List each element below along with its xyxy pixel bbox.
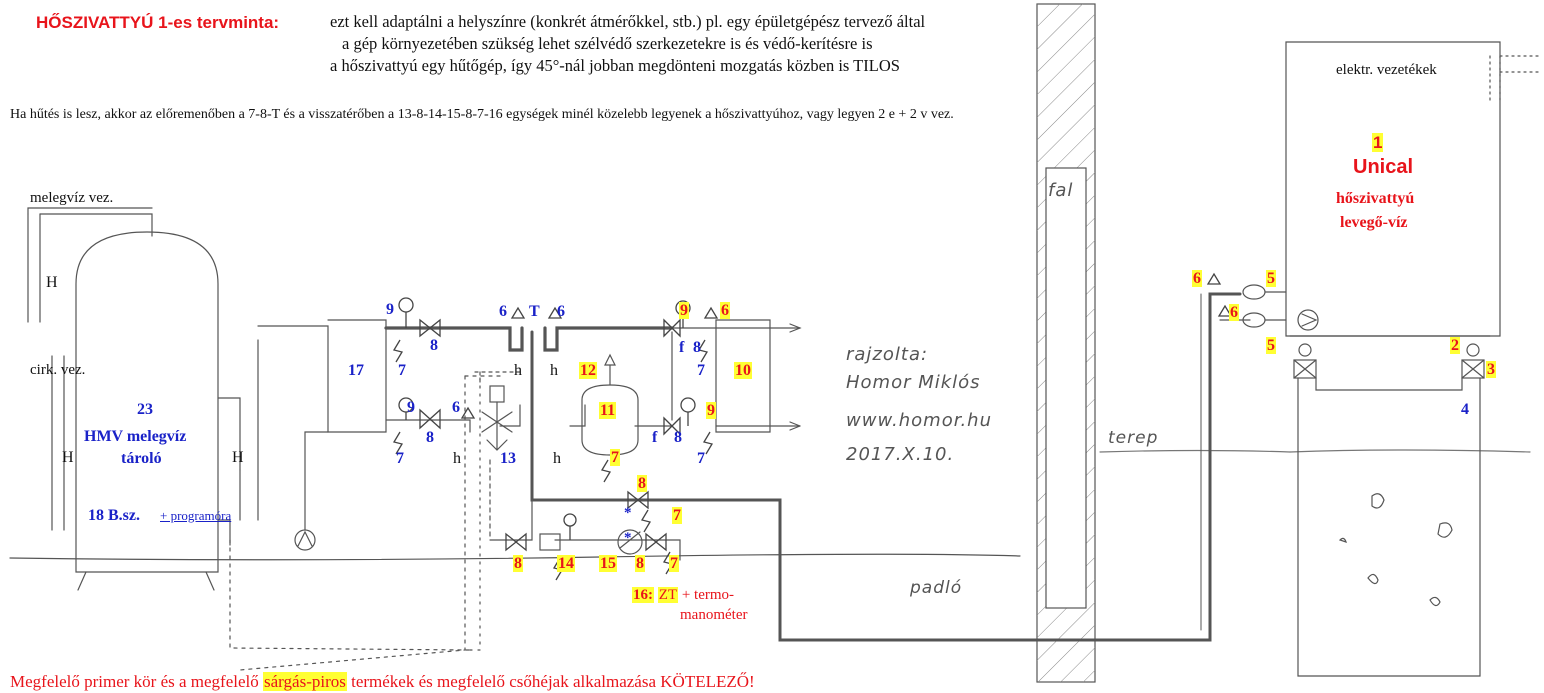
insulation-h-5: h [514, 362, 522, 379]
label-8f: 8 [513, 555, 523, 572]
label-f2: f [652, 429, 658, 446]
insulation-h-4: h [453, 450, 461, 467]
label-7c: 7 [697, 362, 705, 379]
label-8c: 8 [693, 339, 701, 356]
unit-type-line-1: hőszivattyú [1336, 190, 1415, 207]
signature-line-3: www.homor.hu [846, 410, 992, 431]
unit-number: 1 [1372, 133, 1384, 152]
unit-brand: Unical [1353, 156, 1414, 178]
ground-label: terep [1108, 428, 1159, 448]
footer-note: Megfelelő primer kör és a megfelelő sárg… [10, 672, 755, 691]
signature-line-2: Homor Miklós [846, 372, 981, 393]
footer-pre: Megfelelő primer kör és a megfelelő [10, 672, 259, 691]
label-7f: 7 [672, 507, 682, 524]
label-3: 3 [1486, 361, 1496, 378]
label-17: 17 [348, 362, 364, 379]
label-9d: 9 [706, 402, 716, 419]
label-8d: 8 [674, 429, 682, 446]
label-7e: 7 [610, 449, 620, 466]
tank-number: 23 [137, 401, 153, 418]
label-9b: 9 [407, 399, 415, 416]
label-6f: 6 [1229, 304, 1239, 321]
zt-plus-label: + termo- [681, 587, 735, 603]
label-6: 6 [452, 399, 460, 416]
hot-water-pipe-label: melegvíz vez. [30, 190, 114, 206]
tank-name-line-2: tároló [121, 450, 162, 467]
insulation-h-7: h [553, 450, 561, 467]
label-8g: 8 [635, 555, 645, 572]
label-15: 15 [599, 555, 617, 572]
label-8e: 8 [637, 475, 647, 492]
label-7: 7 [398, 362, 406, 379]
label-14: 14 [557, 555, 575, 572]
label-12: 12 [579, 362, 597, 379]
cooling-note: Ha hűtés is lesz, akkor az előremenőben … [10, 107, 954, 122]
footer-post: termékek és megfelelő csőhéjak alkalmazá… [351, 672, 755, 691]
label-6c: 6 [557, 303, 565, 320]
floor-label: padló [910, 578, 963, 598]
tank-sensor-label: 18 B.sz. [88, 507, 140, 524]
label-9: 9 [386, 301, 394, 318]
wall-label: fal [1048, 180, 1074, 201]
label-4: 4 [1461, 401, 1469, 418]
unit-type-line-2: levegő-víz [1340, 214, 1408, 231]
label-7d: 7 [697, 450, 705, 467]
signature-line-4: 2017.X.10. [846, 444, 955, 465]
label-2: 2 [1450, 337, 1460, 354]
label-T: T [529, 303, 540, 320]
insulation-h-6: h [550, 362, 558, 379]
label-10: 10 [734, 362, 752, 379]
tank-name-line-1: HMV melegvíz [84, 428, 187, 445]
valve-icon [419, 318, 441, 338]
zt-label: 16: ZT + termo- [632, 587, 735, 603]
insulation-h-1: H [46, 274, 58, 291]
insulation-h-3: H [232, 449, 244, 466]
label-16: 16: [632, 587, 654, 603]
label-7g: 7 [669, 555, 679, 572]
label-9c: 9 [679, 302, 689, 319]
header-line-2: a gép környezetében szükség lehet szélvé… [342, 34, 873, 53]
label-5b: 5 [1266, 337, 1276, 354]
signature-line-1: rajzolta: [846, 344, 929, 365]
header-line-3: a hőszivattyú egy hűtőgép, így 45°-nál j… [330, 56, 900, 75]
zt-valve-label: ZT [657, 587, 679, 603]
insulation-h-2: H [62, 449, 74, 466]
label-7b: 7 [396, 450, 404, 467]
label-8: 8 [430, 337, 438, 354]
label-5: 5 [1266, 270, 1276, 287]
circulation-pipe-label: cirk. vez. [30, 362, 86, 378]
label-11: 11 [599, 402, 617, 419]
label-f: f [679, 339, 685, 356]
hmv-tank-shape [75, 231, 219, 573]
label-6d: 6 [720, 302, 730, 319]
electrical-cables-label: elektr. vezetékek [1336, 62, 1437, 78]
manometer-label: manométer [680, 607, 748, 623]
heat-pump-casing [1285, 41, 1501, 337]
star-2: * [624, 530, 632, 546]
header-line-1: ezt kell adaptálni a helyszínre (konkrét… [330, 12, 926, 31]
label-6b: 6 [499, 303, 507, 320]
star-1: * [624, 505, 632, 521]
header-title: HŐSZIVATTYÚ 1-es tervminta: [36, 13, 280, 32]
tank-timer-label: + programóra [160, 508, 232, 523]
footer-highlight: sárgás-piros [263, 672, 347, 691]
label-13: 13 [500, 450, 516, 467]
label-6e: 6 [1192, 270, 1202, 287]
label-8b: 8 [426, 429, 434, 446]
